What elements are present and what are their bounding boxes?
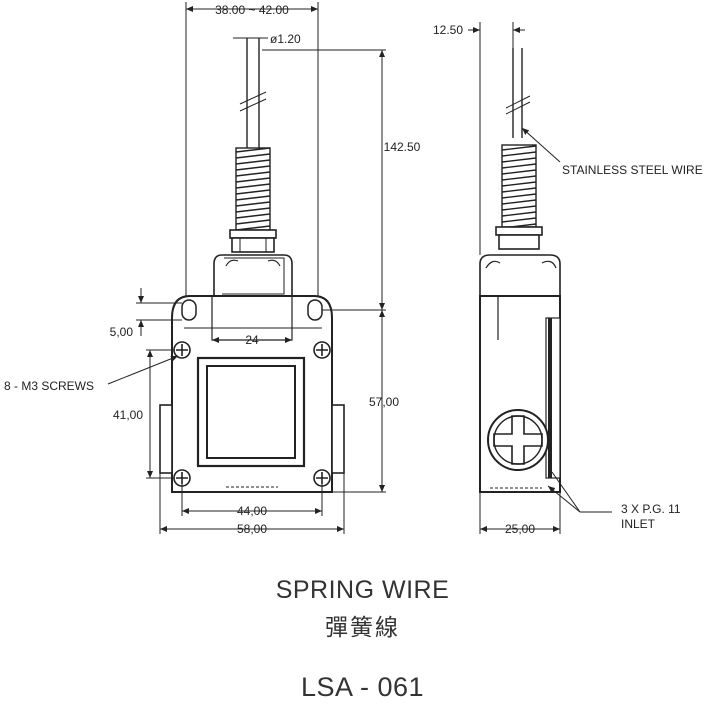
dim-side-offset: 12.50 <box>433 23 463 37</box>
side-view <box>479 48 561 493</box>
model-number: LSA - 061 <box>300 672 425 702</box>
product-type-title: SPRING WIRE <box>275 576 450 604</box>
dim-body-width: 58,00 <box>237 522 267 536</box>
front-view <box>159 38 345 493</box>
dim-wire-dia: ø1.20 <box>270 32 301 46</box>
dim-wire-length: 142.50 <box>384 140 421 154</box>
dimension-labels: 38.00 ~ 42.00 ø1.20 142.50 12.50 5,00 24… <box>4 3 703 536</box>
dim-body-depth: 25,00 <box>505 522 535 536</box>
product-type-chinese: 彈簧線 <box>325 615 400 641</box>
dim-hole-spacing-top: 24 <box>245 333 259 347</box>
dim-body-height-inner: 41,00 <box>113 408 143 422</box>
dim-lever-span: 38.00 ~ 42.00 <box>215 3 289 17</box>
screws-callout: 8 - M3 SCREWS <box>4 379 94 393</box>
spring-coil <box>235 147 271 231</box>
stainless-wire-callout: STAINLESS STEEL WIRE <box>562 163 703 177</box>
dim-mount-hole-offset: 5,00 <box>110 325 134 339</box>
inlet-callout-line2: INLET <box>621 517 656 531</box>
dimension-lines <box>107 2 612 534</box>
dim-hole-spacing-bottom: 44,00 <box>237 504 267 518</box>
inlet-callout-line1: 3 X P.G. 11 <box>621 502 681 516</box>
dim-body-height: 57,00 <box>369 395 399 409</box>
